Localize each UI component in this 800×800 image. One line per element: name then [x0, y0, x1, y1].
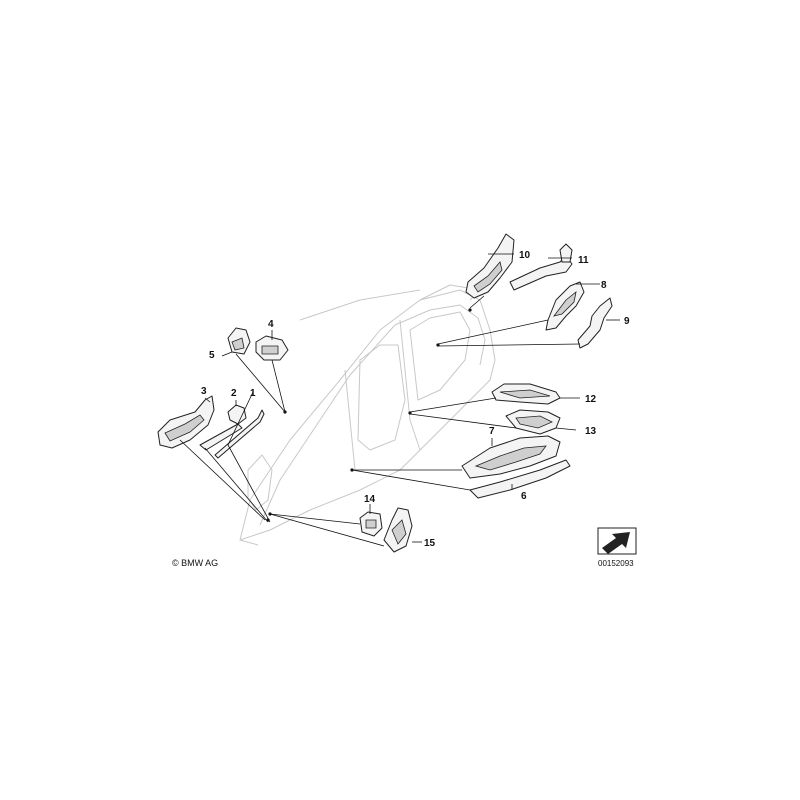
part-9-strip	[577, 297, 613, 349]
part-6-sill-plate	[469, 459, 571, 499]
reference-number: 00152093	[598, 559, 634, 568]
part-12-rail-trim	[491, 383, 561, 405]
callout-10: 10	[519, 250, 531, 261]
part-13-rail-trim	[505, 409, 561, 435]
callout-14: 14	[364, 494, 376, 505]
callout-13: 13	[585, 426, 597, 437]
vehicle-body-outline	[239, 284, 496, 546]
part-15-bracket	[383, 507, 413, 553]
callout-7: 7	[489, 426, 495, 437]
callout-15: 15	[424, 538, 436, 549]
copyright-label: © BMW AG	[172, 558, 218, 568]
part-5-block	[227, 327, 251, 355]
leader-lines	[179, 253, 620, 547]
part-7-floor-panel	[461, 435, 561, 479]
part-1-rod	[214, 409, 265, 459]
callout-11: 11	[578, 255, 589, 266]
part-8-pillar-part	[545, 281, 585, 331]
callout-1: 1	[250, 388, 256, 399]
part-14-bracket	[359, 511, 383, 537]
part-3-sill-trim	[157, 395, 215, 449]
callout-4: 4	[268, 319, 274, 330]
callout-6: 6	[521, 491, 527, 502]
callout-12: 12	[585, 394, 597, 405]
part-2-bracket	[199, 404, 247, 451]
callout-2: 2	[231, 388, 237, 399]
callout-8: 8	[601, 280, 607, 291]
reference-arrow-icon	[597, 527, 637, 555]
callout-5: 5	[209, 350, 215, 361]
part-10-pillar-trim	[465, 233, 515, 299]
callout-3: 3	[201, 386, 207, 397]
callout-9: 9	[624, 316, 630, 327]
part-11-bracket	[509, 243, 573, 291]
part-4-block	[255, 335, 289, 361]
